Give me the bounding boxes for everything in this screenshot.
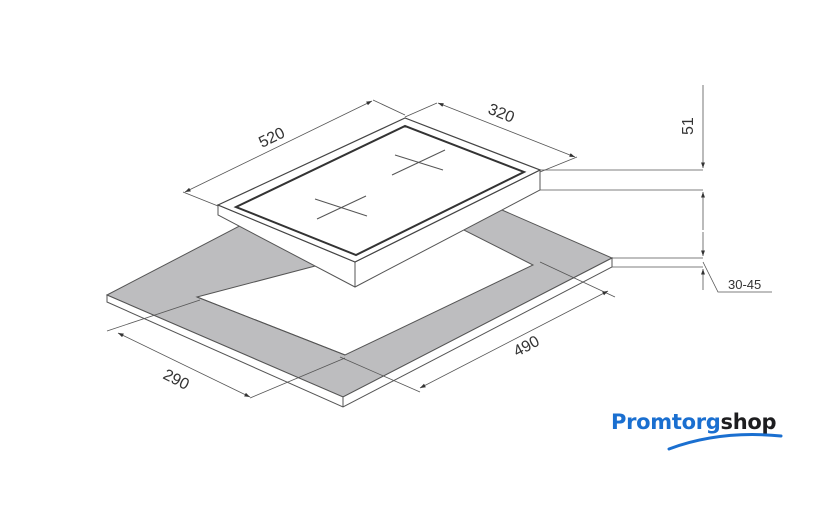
dimension-30-45: 30-45 (728, 277, 761, 292)
logo-text-shop: shop (720, 410, 777, 434)
burner-marks (314, 149, 446, 220)
dimension-520: 520 (256, 125, 288, 152)
dimension-320: 320 (486, 101, 517, 127)
dimension-490: 490 (511, 333, 543, 361)
dimension-51: 51 (680, 117, 697, 135)
logo-swoosh (667, 433, 783, 451)
promtorgshop-logo: Promtorgshop (611, 410, 777, 434)
dimension-290: 290 (160, 366, 192, 393)
logo-text-promtorg: Promtorg (611, 410, 721, 434)
